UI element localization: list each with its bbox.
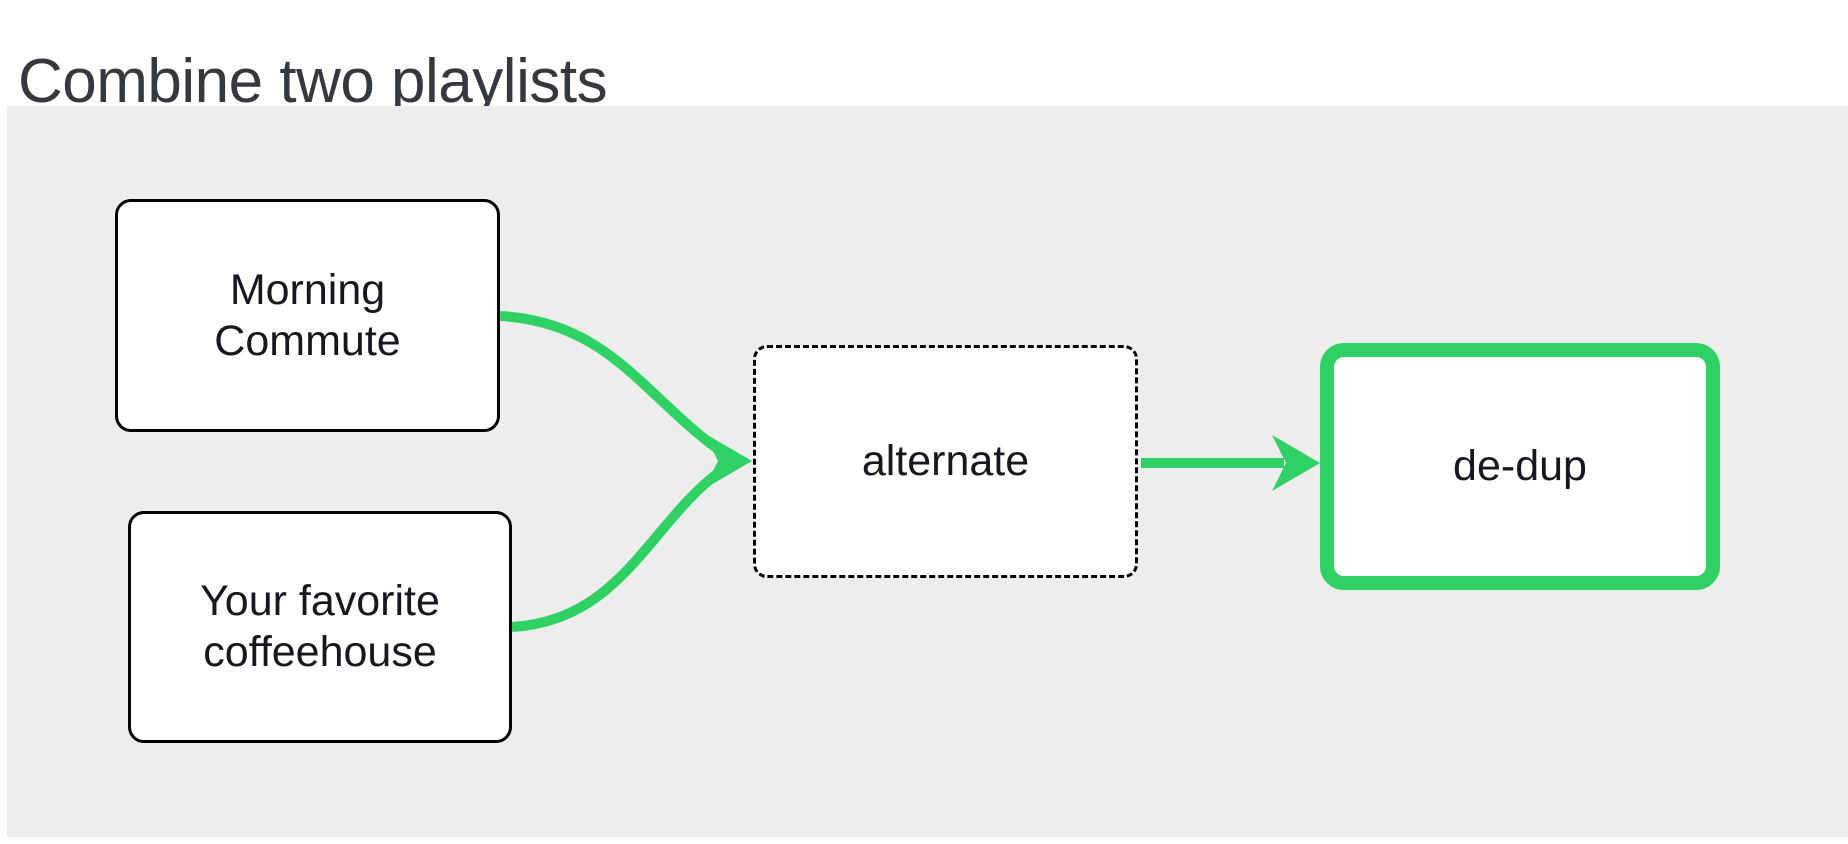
page-title: Combine two playlists — [18, 46, 608, 116]
node-label: Morning Commute — [214, 265, 401, 365]
node-operation-de-dup: de-dup — [1320, 343, 1720, 590]
node-label: de-dup — [1453, 442, 1587, 491]
node-label: alternate — [861, 437, 1030, 486]
node-label: Your favorite coffeehouse — [200, 577, 440, 676]
node-playlist-your-favorite-coffeehouse: Your favorite coffeehouse — [128, 511, 512, 743]
node-operation-alternate: alternate — [753, 345, 1138, 578]
node-playlist-morning-commute: Morning Commute — [115, 199, 500, 432]
